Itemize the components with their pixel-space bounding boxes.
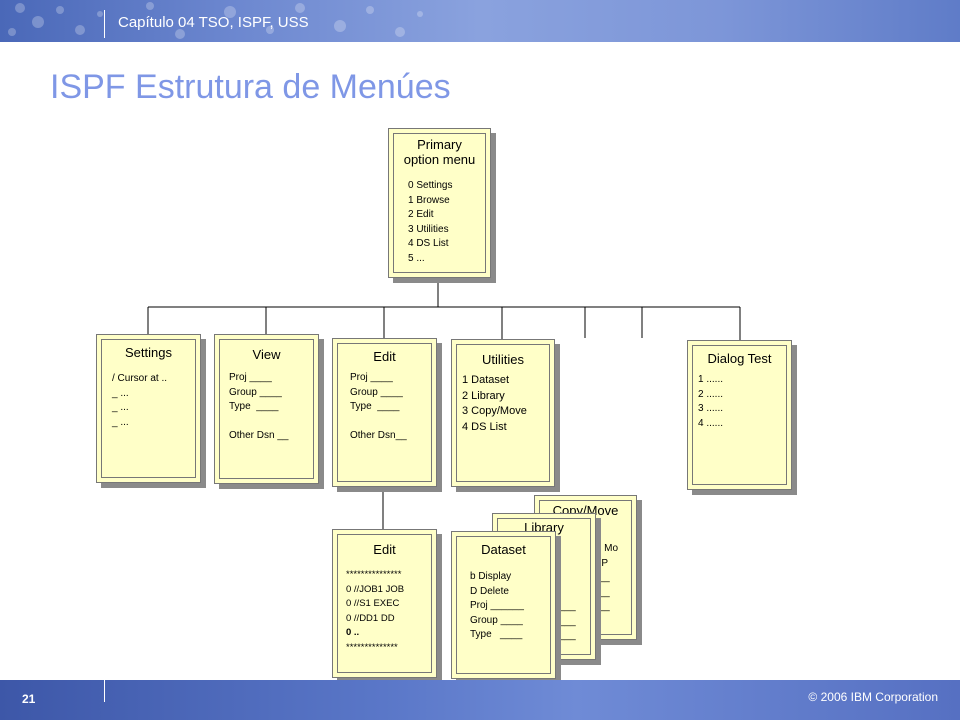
dataset-box: Dataset b Display D Delete Proj ______ G… bbox=[451, 531, 556, 679]
view-title: View bbox=[252, 347, 281, 362]
slide-title: ISPF Estrutura de Menúes bbox=[50, 68, 451, 106]
copy-move-item: ___ bbox=[593, 572, 610, 583]
edit-item: Other Dsn__ bbox=[350, 430, 407, 441]
settings-title: Settings bbox=[125, 345, 172, 360]
footer-separator bbox=[104, 680, 105, 702]
utilities-item: 4 DS List bbox=[462, 420, 507, 433]
edit-panel-inner bbox=[337, 534, 432, 673]
view-item: Proj ____ bbox=[229, 372, 272, 383]
header-pattern bbox=[8, 2, 423, 39]
copy-move-item: ___ bbox=[593, 601, 610, 612]
settings-inner bbox=[101, 339, 196, 478]
edit-item: Proj ____ bbox=[350, 372, 393, 383]
view-box: View Proj ____ Group ____ Type ____ Othe… bbox=[214, 334, 319, 484]
settings-item: _ ... bbox=[112, 416, 129, 428]
copy-move-item: MP bbox=[593, 557, 608, 569]
utilities-inner bbox=[456, 344, 550, 482]
edit-panel-items: *************** 0 //JOB1 JOB 0 //S1 EXEC… bbox=[346, 568, 404, 655]
primary-menu-box: Primary option menu 0 Settings 1 Browse … bbox=[388, 128, 491, 278]
header-bar: Capítulo 04 TSO, ISPF, USS bbox=[0, 0, 960, 42]
edit-panel-line: 0 //JOB1 JOB bbox=[346, 583, 405, 595]
utilities-item: 2 Library bbox=[462, 389, 505, 402]
edit-panel-line: 0 //DD1 DD bbox=[346, 612, 395, 624]
view-item: Other Dsn __ bbox=[229, 430, 289, 441]
copy-move-item: M Mo bbox=[593, 543, 618, 554]
primary-item: 2 Edit bbox=[408, 209, 434, 220]
primary-item: 0 Settings bbox=[408, 180, 453, 191]
dataset-item: Proj ______ bbox=[470, 600, 524, 611]
edit-title: Edit bbox=[373, 349, 396, 364]
dialog-test-title: Dialog Test bbox=[707, 351, 772, 366]
edit-inner bbox=[337, 343, 432, 482]
dialog-test-items: 1 ...... 2 ...... 3 ...... 4 ...... bbox=[698, 373, 723, 431]
page-number: 21 bbox=[22, 692, 36, 706]
primary-title-line1: Primary bbox=[417, 137, 462, 152]
copy-move-items: M Mo MP ___ ___ ___ bbox=[593, 542, 618, 615]
copy-move-item: ___ bbox=[593, 586, 610, 598]
course-title: Capítulo 04 TSO, ISPF, USS bbox=[118, 14, 309, 31]
header-separator bbox=[104, 10, 105, 38]
view-item bbox=[229, 415, 288, 430]
primary-title-line2: option menu bbox=[403, 152, 476, 167]
dialog-test-item: 2 ...... bbox=[698, 388, 724, 400]
edit-panel-box: Edit *************** 0 //JOB1 JOB 0 //S1… bbox=[332, 529, 437, 678]
primary-item: 5 ... bbox=[408, 252, 425, 264]
dialog-test-item: 1 ...... bbox=[698, 374, 724, 385]
library-item: ___ bbox=[559, 630, 576, 641]
dataset-inner bbox=[456, 536, 551, 674]
utilities-title: Utilities bbox=[482, 352, 524, 367]
dialog-test-item: 4 ...... bbox=[698, 417, 724, 429]
edit-item: Type ____ bbox=[350, 401, 400, 412]
edit-item bbox=[350, 415, 407, 430]
settings-box: Settings / Cursor at .. _ ... _ ... _ ..… bbox=[96, 334, 201, 483]
view-item: Type ____ bbox=[229, 401, 279, 412]
utilities-items: 1 Dataset 2 Library 3 Copy/Move 4 DS Lis… bbox=[462, 373, 527, 435]
dataset-item: Group ____ bbox=[470, 614, 523, 626]
edit-panel-line: *************** bbox=[346, 569, 402, 580]
dialog-test-box: Dialog Test 1 ...... 2 ...... 3 ...... 4… bbox=[687, 340, 792, 490]
primary-item: 1 Browse bbox=[408, 194, 450, 206]
dataset-item: D Delete bbox=[470, 585, 509, 597]
view-items: Proj ____ Group ____ Type ____ Other Dsn… bbox=[229, 371, 288, 444]
edit-panel-line: 0 .. bbox=[346, 627, 360, 638]
copyright: © 2006 IBM Corporation bbox=[808, 690, 938, 704]
dataset-items: b Display D Delete Proj ______ Group ___… bbox=[470, 570, 524, 643]
utilities-item: 3 Copy/Move bbox=[462, 405, 527, 417]
settings-item: _ ... bbox=[112, 387, 129, 399]
settings-item: / Cursor at .. bbox=[112, 373, 168, 384]
library-items: ___ ___ ___ bbox=[559, 600, 576, 644]
primary-items: 0 Settings 1 Browse 2 Edit 3 Utilities 4… bbox=[408, 179, 452, 266]
dialog-test-inner bbox=[692, 345, 787, 485]
footer-bar: 21 © 2006 IBM Corporation bbox=[0, 680, 960, 720]
utilities-box: Utilities 1 Dataset 2 Library 3 Copy/Mov… bbox=[451, 339, 555, 487]
dataset-item: Type ____ bbox=[470, 629, 523, 640]
edit-panel-line: 0 //S1 EXEC bbox=[346, 598, 400, 609]
dataset-title: Dataset bbox=[481, 542, 526, 557]
utilities-item: 1 Dataset bbox=[462, 374, 510, 386]
edit-item: Group ____ bbox=[350, 386, 403, 398]
view-item: Group ____ bbox=[229, 386, 282, 398]
library-item: ___ bbox=[559, 601, 576, 612]
dialog-test-item: 3 ...... bbox=[698, 403, 724, 414]
edit-box: Edit Proj ____ Group ____ Type ____ Othe… bbox=[332, 338, 437, 487]
edit-items: Proj ____ Group ____ Type ____ Other Dsn… bbox=[350, 371, 407, 444]
library-item: ___ bbox=[559, 615, 576, 627]
edit-panel-line: ************** bbox=[346, 641, 398, 653]
edit-panel-title: Edit bbox=[373, 542, 396, 557]
settings-item: _ ... bbox=[112, 402, 129, 413]
view-inner bbox=[219, 339, 314, 479]
primary-item: 3 Utilities bbox=[408, 223, 449, 235]
dataset-item: b Display bbox=[470, 571, 512, 582]
primary-item: 4 DS List bbox=[408, 238, 449, 249]
settings-items: / Cursor at .. _ ... _ ... _ ... bbox=[112, 372, 167, 430]
primary-menu-inner bbox=[393, 133, 486, 273]
